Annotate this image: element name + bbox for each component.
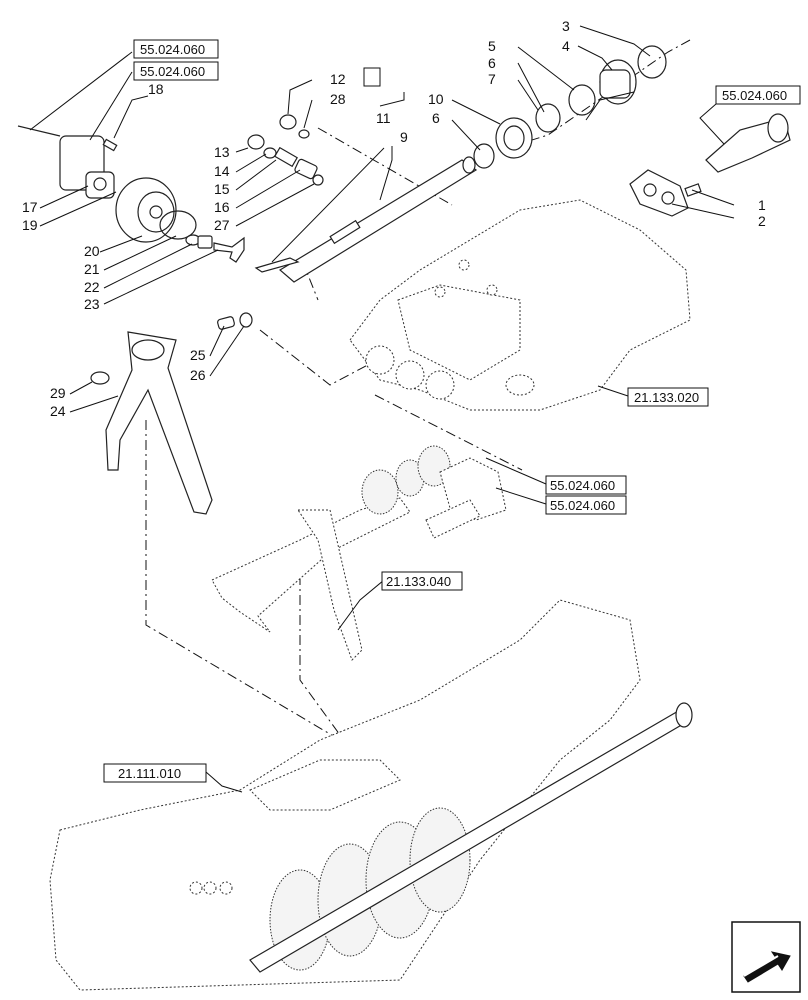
callout-27: 27 <box>214 217 230 233</box>
callout-19: 19 <box>22 217 38 233</box>
callout-15: 15 <box>214 181 230 197</box>
callout-21: 21 <box>84 261 100 277</box>
ref-55-024-060-e[interactable]: 55.024.060 <box>545 495 627 515</box>
callout-23: 23 <box>84 296 100 312</box>
callout-1: 1 <box>758 197 766 213</box>
ref-55-024-060-b[interactable]: 55.024.060 <box>133 61 219 81</box>
callout-14: 14 <box>214 163 230 179</box>
callout-28: 28 <box>330 91 346 107</box>
ref-55-024-060-c[interactable]: 55.024.060 <box>715 85 801 105</box>
transmission-housing <box>49 599 693 991</box>
callout-9: 9 <box>400 129 408 145</box>
svg-text:21.133.040: 21.133.040 <box>386 574 451 589</box>
hydraulic-cylinder-parts <box>473 45 667 169</box>
callout-26: 26 <box>190 367 206 383</box>
callout-5: 5 <box>488 38 496 54</box>
callout-17: 17 <box>22 199 38 215</box>
callout-18: 18 <box>148 81 164 97</box>
callout-2: 2 <box>758 213 766 229</box>
callout-13: 13 <box>214 144 230 160</box>
selector-rod-assembly <box>247 114 478 283</box>
callout-20: 20 <box>84 243 100 259</box>
gearbox-housing <box>349 199 691 411</box>
callout-6-top: 6 <box>488 55 496 71</box>
svg-text:21.133.020: 21.133.020 <box>634 390 699 405</box>
svg-text:21.111.010: 21.111.010 <box>118 766 181 781</box>
callout-3: 3 <box>562 18 570 34</box>
callout-24: 24 <box>50 403 66 419</box>
callout-numbers: 1 2 3 4 5 6 7 8 9 10 6 11 12 28 13 14 15… <box>22 18 766 419</box>
callout-22: 22 <box>84 279 100 295</box>
valve-actuator-assembly <box>17 125 245 263</box>
ref-21-133-040[interactable]: 21.133.040 <box>381 571 463 591</box>
callout-16: 16 <box>214 199 230 215</box>
callout-29: 29 <box>50 385 66 401</box>
callout-10: 10 <box>428 91 444 107</box>
callout-6-mid: 6 <box>432 110 440 126</box>
ref-21-111-010[interactable]: 21.111.010 <box>103 763 207 783</box>
svg-text:55.024.060: 55.024.060 <box>550 498 615 513</box>
ref-55-024-060-d[interactable]: 55.024.060 <box>545 475 627 495</box>
ref-21-133-020[interactable]: 21.133.020 <box>627 387 709 407</box>
svg-text:55.024.060: 55.024.060 <box>722 88 787 103</box>
callout-8-box <box>363 67 381 87</box>
svg-text:55.024.060: 55.024.060 <box>550 478 615 493</box>
callout-4: 4 <box>562 38 570 54</box>
callout-12: 12 <box>330 71 346 87</box>
callout-7: 7 <box>488 71 496 87</box>
svg-text:55.024.060: 55.024.060 <box>140 42 205 57</box>
callout-25: 25 <box>190 347 206 363</box>
ref-55-024-060-a[interactable]: 55.024.060 <box>133 39 219 59</box>
shift-fork <box>90 312 253 515</box>
callout-11: 11 <box>376 110 391 126</box>
leader-lines <box>29 25 735 793</box>
shift-rail-assembly <box>211 445 507 661</box>
reference-boxes[interactable]: 55.024.060 55.024.060 55.024.060 21.133.… <box>103 39 801 783</box>
next-page-arrow-icon[interactable] <box>731 921 801 993</box>
svg-text:55.024.060: 55.024.060 <box>140 64 205 79</box>
